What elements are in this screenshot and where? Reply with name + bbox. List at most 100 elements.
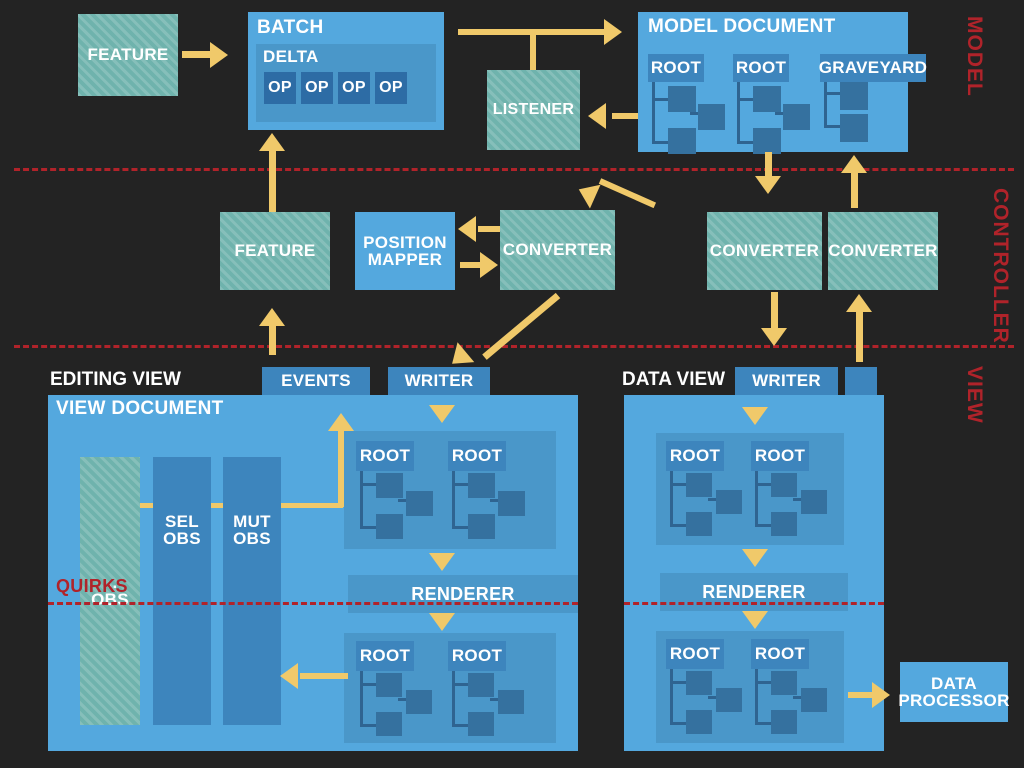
arrow-writer-to-tree-head xyxy=(429,405,455,423)
arrow-modeldoc-to-converter-shaft xyxy=(598,178,657,209)
arrow-converter3-to-modeldoc-shaft xyxy=(851,172,858,208)
tree-node xyxy=(686,710,712,734)
tree-node xyxy=(801,688,827,712)
arrow-events-to-ctrl-feature-head xyxy=(259,308,285,326)
tree-connector xyxy=(360,724,376,727)
tree-node xyxy=(468,473,495,498)
tab-writer-label: WRITER xyxy=(752,371,821,391)
converter-box-3[interactable]: CONVERTER xyxy=(828,212,938,290)
tree-graveyard-header[interactable]: GRAVEYARD xyxy=(819,54,927,82)
arrow-feature-to-batch-shaft xyxy=(182,51,212,58)
tree-node xyxy=(468,514,495,539)
editing-renderer-box[interactable]: RENDERER xyxy=(348,575,578,613)
data-view-label: DATA VIEW xyxy=(622,369,726,390)
data-view-panel[interactable]: ROOT ROOT RENDERER ROOT xyxy=(624,395,884,751)
observer-line2: OBS xyxy=(163,529,201,549)
op-box[interactable]: OP xyxy=(301,72,333,104)
tree-root-label: ROOT xyxy=(451,646,503,666)
arrow-writer-to-tree-head xyxy=(742,407,768,425)
tree-node xyxy=(406,491,433,516)
model-feature-box[interactable]: FEATURE xyxy=(78,14,178,96)
arrow-converter2-to-dataview-shaft xyxy=(771,292,778,330)
dataview-lower-tree-container[interactable]: ROOT ROOT xyxy=(656,631,844,743)
dataview-renderer-box[interactable]: RENDERER xyxy=(660,573,848,611)
tree-node xyxy=(771,473,797,497)
editing-view-panel[interactable]: VIEW DOCUMENT ... OBS SEL OBS MUT OBS RO… xyxy=(48,395,578,751)
op-label: OP xyxy=(268,78,292,96)
tree-root-label: ROOT xyxy=(669,446,721,466)
listener-label: LISTENER xyxy=(492,100,575,118)
tree-root-label: ROOT xyxy=(735,58,787,78)
observer-box-dots[interactable]: ... OBS xyxy=(80,457,140,725)
tree-root-header[interactable]: ROOT xyxy=(666,639,724,669)
delta-box[interactable]: DELTA OP OP OP OP xyxy=(256,44,436,122)
editing-upper-tree-container[interactable]: ROOT ROOT xyxy=(344,431,556,549)
tree-node xyxy=(376,514,403,539)
model-document-label: MODEL DOCUMENT xyxy=(648,16,836,37)
op-box[interactable]: OP xyxy=(264,72,296,104)
tree-node xyxy=(376,473,403,498)
arrow-modeldoc-to-converter2-head xyxy=(755,176,781,194)
observer-connector xyxy=(140,503,153,508)
converter-box-2[interactable]: CONVERTER xyxy=(707,212,822,290)
op-box[interactable]: OP xyxy=(338,72,370,104)
tab-writer-label: WRITER xyxy=(404,371,474,391)
position-mapper-box[interactable]: POSITION MAPPER xyxy=(355,212,455,290)
tree-root-header[interactable]: ROOT xyxy=(448,441,506,471)
data-processor-box[interactable]: DATA PROCESSOR xyxy=(898,662,1010,722)
tree-connector xyxy=(824,82,827,128)
tree-connector xyxy=(652,82,655,144)
tab-writer-dataview[interactable]: WRITER xyxy=(735,367,838,395)
model-document-box[interactable]: MODEL DOCUMENT ROOT ROOT GRAVEYARD xyxy=(638,12,927,154)
tree-node xyxy=(498,690,524,714)
tree-connector xyxy=(670,483,686,486)
tree-connector xyxy=(360,683,376,686)
renderer-label: RENDERER xyxy=(702,581,806,602)
observer-line1: SEL xyxy=(165,512,199,531)
tree-root-header[interactable]: ROOT xyxy=(751,639,809,669)
tree-connector xyxy=(824,92,840,95)
observer-connector xyxy=(211,503,223,508)
tree-node xyxy=(698,104,725,130)
tab-writer-editing[interactable]: WRITER xyxy=(388,367,490,395)
controller-feature-box[interactable]: FEATURE xyxy=(220,212,330,290)
quirks-separator xyxy=(624,602,884,605)
tree-root-header[interactable]: ROOT xyxy=(733,54,789,82)
tree-root-header[interactable]: ROOT xyxy=(648,54,704,82)
tree-node xyxy=(376,673,402,697)
dataview-upper-tree-container[interactable]: ROOT ROOT xyxy=(656,433,844,545)
arrow-batch-to-listener-drop xyxy=(530,33,536,71)
arrow-ctrl-feature-to-batch-shaft xyxy=(269,150,276,216)
listener-box[interactable]: LISTENER xyxy=(487,70,580,150)
arrow-renderer-to-lowertree-head xyxy=(429,613,455,631)
arrow-tree-to-renderer-head xyxy=(742,549,768,567)
observer-box-mut[interactable]: MUT OBS xyxy=(223,457,281,725)
tree-root-header[interactable]: ROOT xyxy=(666,441,724,471)
arrow-modeldoc-to-listener-head xyxy=(588,103,606,129)
data-processor-line2: PROCESSOR xyxy=(898,691,1010,710)
tree-node xyxy=(498,491,525,516)
tree-node xyxy=(753,86,781,112)
converter-box-1[interactable]: CONVERTER xyxy=(500,210,615,290)
op-box[interactable]: OP xyxy=(375,72,407,104)
controller-feature-label: FEATURE xyxy=(234,241,316,261)
tree-root-header[interactable]: ROOT xyxy=(751,441,809,471)
tree-node xyxy=(668,128,696,154)
observer-box-sel[interactable]: SEL OBS xyxy=(153,457,211,725)
converter-label: CONVERTER xyxy=(828,241,938,261)
tab-events[interactable]: EVENTS xyxy=(262,367,370,395)
editing-lower-tree-container[interactable]: ROOT ROOT xyxy=(344,633,556,743)
batch-box[interactable]: BATCH DELTA OP OP OP OP xyxy=(248,12,444,130)
tree-root-header[interactable]: ROOT xyxy=(356,441,414,471)
position-mapper-line2: MAPPER xyxy=(367,250,443,269)
tree-root-header[interactable]: ROOT xyxy=(448,641,506,671)
arrow-converter2-to-dataview-head xyxy=(761,328,787,346)
tree-connector xyxy=(360,471,363,529)
tree-root-header[interactable]: ROOT xyxy=(356,641,414,671)
tree-node xyxy=(783,104,810,130)
delta-label: DELTA xyxy=(263,47,319,66)
tree-connector xyxy=(360,483,376,486)
tab-dataview-extra[interactable] xyxy=(845,367,877,395)
tree-connector xyxy=(824,125,840,128)
arrow-mapper-to-converter-shaft xyxy=(460,262,482,268)
